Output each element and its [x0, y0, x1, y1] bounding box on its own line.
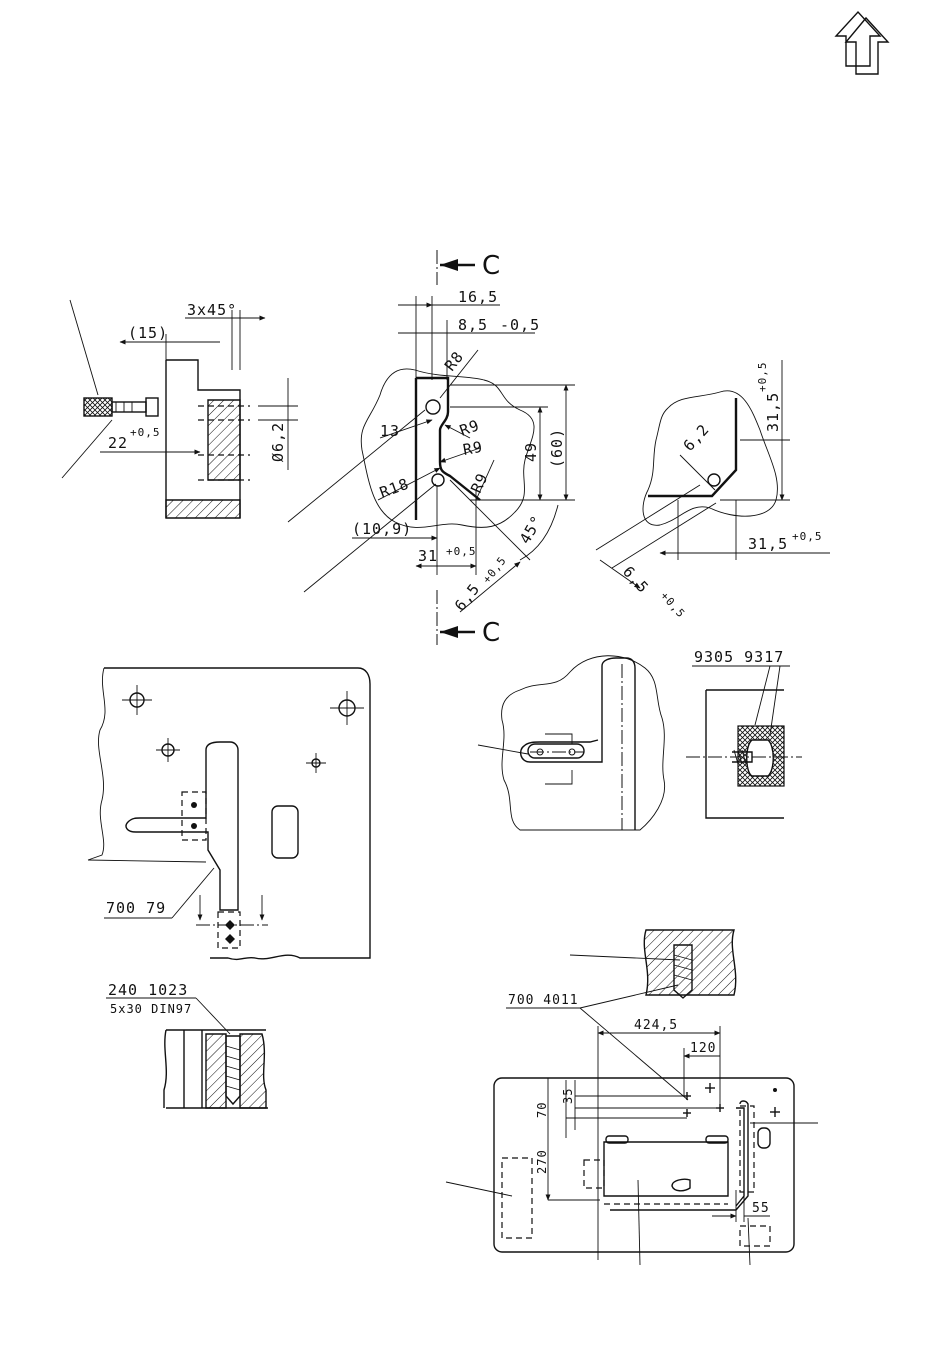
- dim-16-5: 16,5: [458, 288, 498, 306]
- double-arrow-up-icon: [836, 12, 888, 74]
- dim-270: 270: [535, 1149, 549, 1174]
- label-r9-b: R9: [462, 438, 485, 459]
- dim-35: 35: [561, 1088, 575, 1104]
- section-marker-top: C: [437, 250, 500, 285]
- label-r18: R18: [377, 475, 411, 502]
- dim-chamfer: 3x45°: [187, 301, 237, 319]
- fig-right-detail: 6,2 31,5 +0,5 31,5 +0,5 6,5 +0,5: [596, 360, 830, 621]
- dim-6-5: 6,5: [451, 580, 484, 615]
- dim-angle: 45°: [516, 512, 547, 547]
- dim-right-6-5: 6,5: [619, 563, 653, 597]
- dim-right-31-5-h: 31,5: [748, 535, 788, 553]
- dim-right-31-5-v: 31,5: [764, 392, 782, 432]
- hole-icon: [330, 691, 364, 725]
- tol-right-31-5-v: +0,5: [756, 362, 769, 393]
- dim-13: 13: [380, 422, 400, 440]
- label-r9-a: R9: [457, 416, 482, 440]
- hole-icon: [156, 738, 180, 762]
- fastener-icon: [84, 398, 158, 416]
- dim-8-5: 8,5: [458, 316, 488, 334]
- label-9305-9317: 9305 9317: [694, 648, 784, 666]
- tol-right-6-5: +0,5: [658, 589, 688, 620]
- dim-424-5: 424,5: [634, 1018, 678, 1033]
- dim-22: 22: [108, 434, 128, 452]
- dim-dia: Ø6,2: [269, 422, 287, 462]
- hole-icon: [122, 685, 152, 715]
- label-r8: R8: [441, 348, 468, 375]
- dim-31: 31: [418, 547, 438, 565]
- fig-panel-left: 700 79: [88, 668, 370, 959]
- dim-55: 55: [752, 1201, 770, 1216]
- dim-60: (60): [548, 428, 566, 468]
- tol-8-5: -0,5: [500, 316, 540, 334]
- section-letter-top: C: [482, 251, 500, 281]
- plus-mark-icon: [770, 1107, 780, 1117]
- label-240-1023: 240 1023: [108, 981, 188, 999]
- label-700-79: 700 79: [106, 899, 166, 917]
- dim-10-9: (10,9): [352, 520, 412, 538]
- dim-120: 120: [690, 1041, 716, 1056]
- dim-ref-15: (15): [128, 324, 168, 342]
- label-screw-spec: 5x30 DIN97: [110, 1002, 192, 1016]
- hole-icon: [306, 753, 326, 773]
- plus-mark-icon: [683, 1109, 691, 1117]
- dim-49: 49: [522, 442, 540, 462]
- tol-6-5: +0,5: [480, 554, 509, 586]
- fig-slot-detail: [478, 656, 665, 830]
- plus-mark-icon: [705, 1083, 715, 1093]
- tol-31: +0,5: [446, 545, 477, 558]
- fig-center-detail: 16,5 8,5 -0,5 R8 13 R9 R9 R9 R18 49 (60): [288, 288, 575, 614]
- fig-side-section: 3x45° (15) 22 +0,5 Ø6,2: [62, 300, 298, 518]
- tol-right-31-5-h: +0,5: [792, 530, 823, 543]
- fig-seal-detail: 9305 9317: [686, 648, 802, 818]
- fig-bottom-plate: 700 4011 424,5 120: [446, 985, 818, 1265]
- tol-22: +0,5: [130, 426, 161, 439]
- fig-threaded-insert: [570, 930, 736, 998]
- section-letter-bottom: C: [482, 618, 500, 648]
- fig-screw-detail: 240 1023 5x30 DIN97: [106, 981, 268, 1108]
- dim-70: 70: [535, 1102, 549, 1118]
- dim-right-6-2: 6,2: [680, 420, 714, 454]
- label-700-4011: 700 4011: [508, 993, 579, 1008]
